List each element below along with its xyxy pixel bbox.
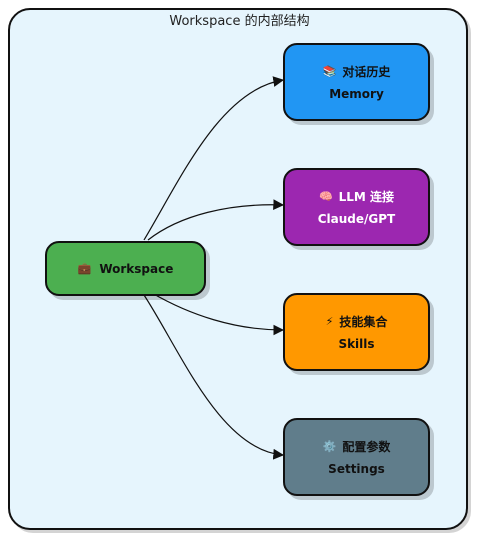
memory-sublabel: Memory <box>329 86 384 101</box>
llm-node: 🧠 LLM 连接 Claude/GPT <box>283 168 430 246</box>
edge-workspace-settings <box>143 294 285 460</box>
lightning-icon: ⚡ <box>325 314 334 328</box>
workspace-node: 💼 Workspace <box>45 241 206 296</box>
workspace-label: Workspace <box>99 261 174 276</box>
settings-node: ⚙️ 配置参数 Settings <box>283 418 430 496</box>
settings-sublabel: Settings <box>328 461 385 476</box>
books-icon: 📚 <box>322 64 337 78</box>
gear-icon: ⚙️ <box>322 439 337 453</box>
edge-workspace-llm <box>147 199 285 241</box>
llm-sublabel: Claude/GPT <box>317 211 396 226</box>
skills-node: ⚡ 技能集合 Skills <box>283 293 430 371</box>
container-title: Workspace 的内部结构 <box>169 14 310 29</box>
brain-icon: 🧠 <box>318 189 333 203</box>
memory-label: 对话历史 <box>342 64 391 79</box>
edge-workspace-memory <box>143 76 285 241</box>
briefcase-icon: 💼 <box>77 261 92 275</box>
memory-node: 📚 对话历史 Memory <box>283 43 430 121</box>
skills-label: 技能集合 <box>339 314 388 329</box>
edge-workspace-skills <box>151 292 285 336</box>
llm-label: LLM 连接 <box>338 189 395 204</box>
settings-label: 配置参数 <box>342 439 391 454</box>
skills-sublabel: Skills <box>338 336 375 351</box>
